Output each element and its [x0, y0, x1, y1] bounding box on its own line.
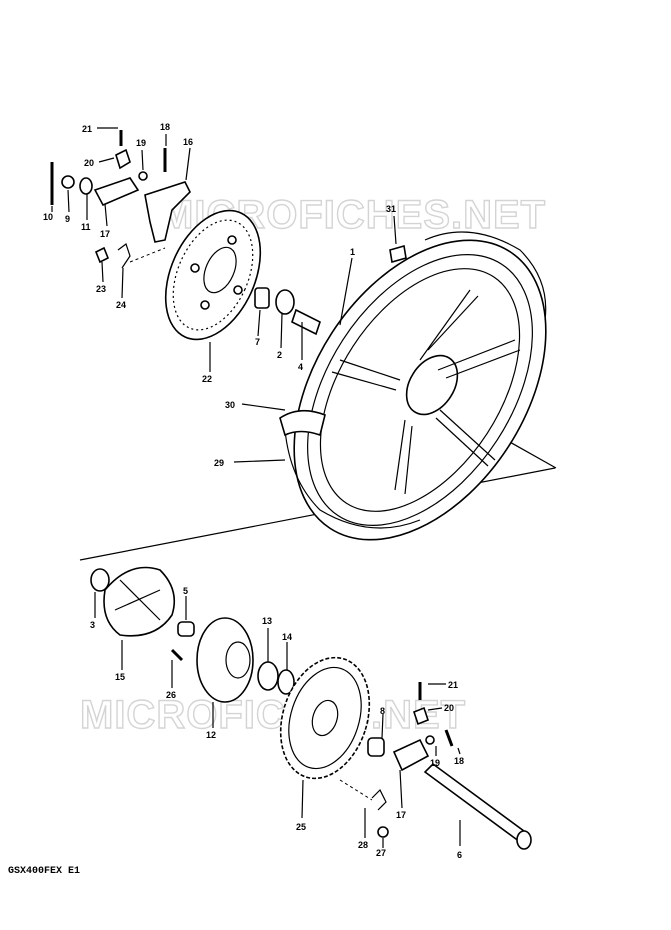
tire-tread-29 — [284, 429, 421, 529]
model-code-label: GSX400FEX E1 — [8, 866, 81, 877]
cotter-pin-28 — [371, 788, 387, 811]
rear-axle-6 — [423, 762, 530, 844]
callout-12: 12 — [206, 730, 216, 740]
valve-31 — [389, 244, 407, 264]
chain-adjuster-lower — [392, 738, 430, 772]
callout-24: 24 — [116, 300, 126, 310]
collar-4 — [291, 308, 321, 336]
callout-15: 15 — [115, 672, 125, 682]
callout-23: 23 — [96, 284, 106, 294]
stud-26 — [170, 648, 184, 662]
callout-6: 6 — [457, 850, 462, 860]
clip-20-upper — [115, 148, 131, 170]
bearing-5 — [177, 621, 195, 637]
rear-wheel — [293, 239, 547, 541]
nut-27 — [377, 826, 389, 838]
callout-17-lower: 17 — [396, 810, 406, 820]
callout-19-upper: 19 — [136, 138, 146, 148]
chain-adjuster-upper — [93, 177, 140, 207]
callout-13: 13 — [262, 616, 272, 626]
washer-11 — [79, 177, 93, 195]
callout-5: 5 — [183, 586, 188, 596]
bolt-23 — [94, 246, 110, 264]
callout-28: 28 — [358, 840, 368, 850]
callout-27: 27 — [376, 848, 386, 858]
callout-22: 22 — [202, 374, 212, 384]
washer-19-lower — [425, 735, 435, 745]
leader-lines — [51, 127, 461, 848]
callout-26: 26 — [166, 690, 176, 700]
callout-16: 16 — [183, 137, 193, 147]
callout-20-lower: 20 — [444, 703, 454, 713]
callout-29: 29 — [214, 458, 224, 468]
collar-8 — [367, 737, 385, 757]
bearing-2 — [275, 289, 295, 315]
cushion-15 — [103, 566, 176, 637]
callout-25: 25 — [296, 822, 306, 832]
tube-30 — [279, 409, 326, 437]
callout-9: 9 — [65, 214, 70, 224]
bearing-13 — [257, 661, 279, 691]
nut-9 — [61, 175, 75, 189]
callout-30: 30 — [225, 400, 235, 410]
washer-19-upper — [138, 171, 148, 181]
brake-disc — [164, 209, 262, 341]
callout-3: 3 — [90, 620, 95, 630]
cotter-pin-24 — [117, 243, 131, 269]
callout-21-lower: 21 — [448, 680, 458, 690]
callout-21-upper: 21 — [82, 124, 92, 134]
callout-labels: 1 2 3 4 5 6 7 8 10 11 12 13 14 15 16 17 … — [43, 122, 464, 860]
callout-7: 7 — [255, 337, 260, 347]
callout-18-upper: 18 — [160, 122, 170, 132]
callout-1: 1 — [350, 247, 355, 257]
dust-seal-3 — [90, 568, 110, 592]
callout-17-upper: 17 — [100, 229, 110, 239]
spacer-7 — [254, 287, 270, 309]
bolt-18-lower — [444, 729, 454, 747]
callout-14: 14 — [282, 632, 292, 642]
clip-20-lower — [413, 706, 429, 726]
tire-tread-top — [424, 231, 547, 321]
hub-12 — [196, 617, 254, 703]
callout-2: 2 — [277, 350, 282, 360]
callout-10: 10 — [43, 212, 53, 222]
callout-20-upper: 20 — [84, 158, 94, 168]
callout-8: 8 — [380, 706, 385, 716]
callout-4: 4 — [298, 362, 303, 372]
callout-19-lower: 19 — [430, 758, 440, 768]
callout-18-lower: 18 — [454, 756, 464, 766]
callout-11: 11 — [81, 222, 91, 232]
seal-14 — [277, 669, 295, 695]
caliper-bracket — [144, 181, 191, 243]
watermark-bottom: MICROFICHES.NET — [80, 693, 466, 737]
callout-31: 31 — [386, 204, 396, 214]
sprocket-25 — [279, 656, 371, 780]
